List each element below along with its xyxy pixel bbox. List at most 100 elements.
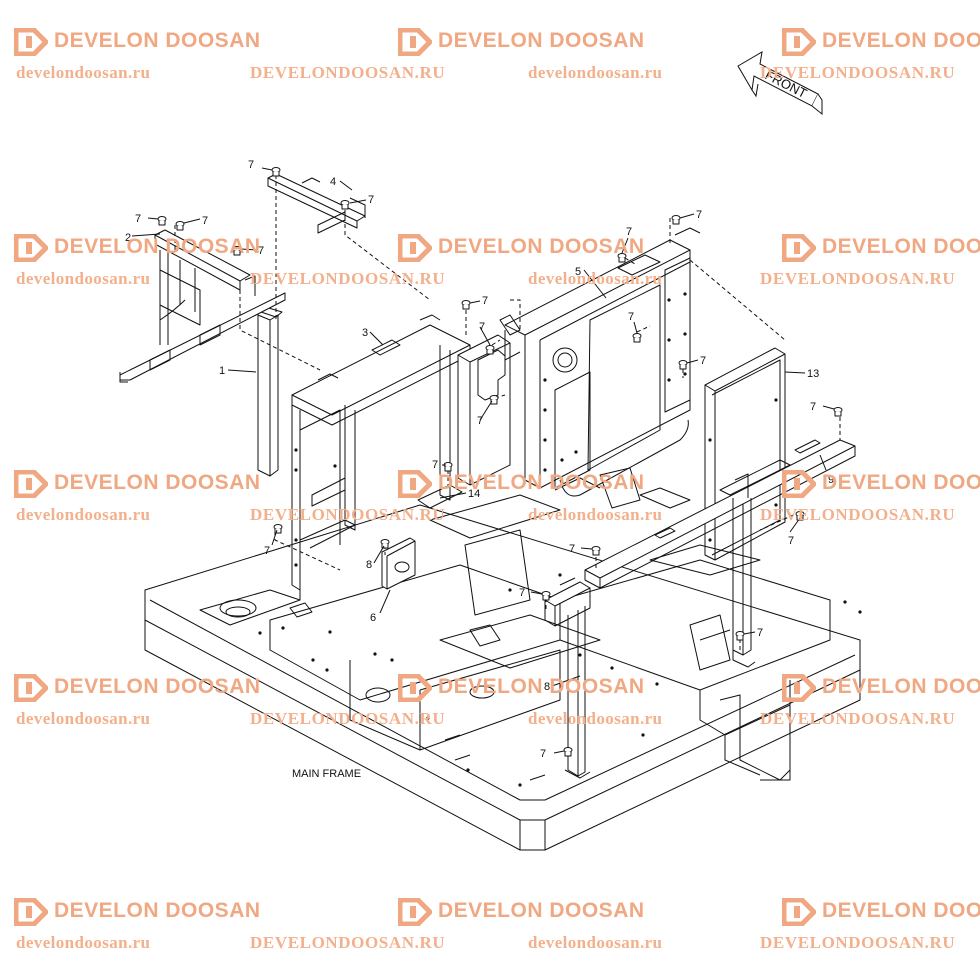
watermark-logo: DEVELON DOOSAN <box>398 672 644 706</box>
watermark-url-row: DEVELONDOOSAN.RU <box>248 505 448 529</box>
watermark: DEVELON DOOSAN develondoosan.ru <box>14 468 260 528</box>
callout-5: 5 <box>575 266 581 278</box>
main-frame <box>144 467 862 851</box>
develon-logo-icon <box>14 28 48 56</box>
develon-logo-icon <box>782 470 816 498</box>
watermark-url: develondoosan.ru <box>528 269 663 288</box>
watermark-url-row: DEVELONDOOSAN.RU <box>758 269 978 293</box>
watermark-logo: DEVELON DOOSAN <box>14 26 260 60</box>
watermark-brand: DEVELON DOOSAN <box>822 899 980 922</box>
develon-logo-icon <box>398 674 432 702</box>
watermark-brand: DEVELON DOOSAN <box>822 29 980 52</box>
bolt <box>340 200 350 210</box>
watermark-logo: DEVELON DOOSAN <box>14 672 260 706</box>
watermark-url: DEVELONDOOSAN.RU <box>760 63 956 82</box>
bolt <box>380 539 390 549</box>
callout-6: 6 <box>370 612 376 624</box>
part-14-bracket-plate <box>417 334 511 509</box>
callout-7: 7 <box>135 213 141 225</box>
bolt <box>563 747 573 757</box>
develon-logo-icon <box>398 28 432 56</box>
watermark-brand: DEVELON DOOSAN <box>438 675 645 698</box>
callout-1: 1 <box>219 365 225 377</box>
watermark-url: develondoosan.ru <box>528 933 663 952</box>
bolt <box>485 345 495 355</box>
watermark-brand: DEVELON DOOSAN <box>438 29 645 52</box>
watermark-logo: DEVELON DOOSAN <box>782 468 980 502</box>
callout-7: 7 <box>757 627 763 639</box>
callout-7: 7 <box>248 159 254 171</box>
callout-3: 3 <box>362 327 368 339</box>
main-frame-label: MAIN FRAME <box>292 768 361 780</box>
watermark-brand: DEVELON DOOSAN <box>438 899 645 922</box>
watermark: DEVELON DOOSAN <box>782 468 980 528</box>
bolt <box>157 216 167 226</box>
watermark-url-row: DEVELONDOOSAN.RU <box>758 505 978 529</box>
develon-logo-icon <box>14 674 48 702</box>
watermark-logo: DEVELON DOOSAN <box>782 26 980 60</box>
develon-logo-icon <box>782 674 816 702</box>
watermark-brand: DEVELON DOOSAN <box>438 235 645 258</box>
watermark-url-row: DEVELONDOOSAN.RU <box>248 63 448 87</box>
callout-7: 7 <box>368 194 374 206</box>
watermark-url: develondoosan.ru <box>528 709 663 728</box>
watermark: DEVELON DOOSAN develondoosan.ru <box>14 896 260 956</box>
watermark-url-row: DEVELONDOOSAN.RU <box>758 933 978 957</box>
callout-7: 7 <box>432 459 438 471</box>
bolt <box>617 253 627 263</box>
develon-logo-icon <box>782 898 816 926</box>
watermark-url: develondoosan.ru <box>16 933 151 952</box>
develon-logo-icon <box>782 28 816 56</box>
watermark-brand: DEVELON DOOSAN <box>54 235 261 258</box>
watermark-logo: DEVELON DOOSAN <box>398 26 644 60</box>
callout-8: 8 <box>366 559 372 571</box>
watermark-url: develondoosan.ru <box>16 505 151 524</box>
watermark-url: DEVELONDOOSAN.RU <box>760 933 956 952</box>
callout-7: 7 <box>477 415 483 427</box>
watermark-logo: DEVELON DOOSAN <box>398 468 644 502</box>
part-6-small-plate <box>381 537 416 590</box>
watermark-logo: DEVELON DOOSAN <box>14 468 260 502</box>
callout-7: 7 <box>482 295 488 307</box>
callout-4: 4 <box>330 176 336 188</box>
watermark-url: DEVELONDOOSAN.RU <box>760 269 956 288</box>
callout-7: 7 <box>700 355 706 367</box>
callout-8: 8 <box>544 681 550 693</box>
callout-7: 7 <box>810 401 816 413</box>
watermark-brand: DEVELON DOOSAN <box>54 675 261 698</box>
watermark-brand: DEVELON DOOSAN <box>438 471 645 494</box>
bolt <box>632 333 642 343</box>
watermark: DEVELON DOOSAN <box>782 232 980 292</box>
watermark-brand: DEVELON DOOSAN <box>54 899 261 922</box>
callout-13: 13 <box>807 368 819 380</box>
watermark-brand: DEVELON DOOSAN <box>822 675 980 698</box>
watermark-url: DEVELONDOOSAN.RU <box>250 505 446 524</box>
bolt <box>591 546 601 556</box>
watermark: DEVELON DOOSAN develondoosan.ru <box>398 232 662 292</box>
callout-2: 2 <box>125 232 131 244</box>
develon-logo-icon <box>14 898 48 926</box>
watermark-url: DEVELONDOOSAN.RU <box>250 933 446 952</box>
watermark-url-row: DEVELONDOOSAN.RU <box>248 933 448 957</box>
watermark: DEVELON DOOSAN develondoosan.ru <box>398 468 662 528</box>
watermark-logo: DEVELON DOOSAN <box>782 232 980 266</box>
watermark-url-row: DEVELONDOOSAN.RU <box>248 709 448 733</box>
watermark-brand: DEVELON DOOSAN <box>54 29 261 52</box>
callout-9: 9 <box>828 474 834 486</box>
assembly-leader-lines <box>174 175 841 772</box>
bolt <box>175 221 185 231</box>
watermark: DEVELON DOOSAN <box>782 672 980 732</box>
part-1-left-post <box>254 305 283 477</box>
bolt <box>541 591 551 601</box>
develon-logo-icon <box>398 470 432 498</box>
callout-7: 7 <box>519 587 525 599</box>
bolt <box>443 462 453 472</box>
callout-7: 7 <box>628 311 634 323</box>
develon-logo-icon <box>398 898 432 926</box>
callout-7: 7 <box>788 535 794 547</box>
part-2-left-bracket <box>119 229 286 383</box>
watermark-logo: DEVELON DOOSAN <box>782 896 980 930</box>
watermark: DEVELON DOOSAN develondoosan.ru <box>14 26 260 86</box>
develon-logo-icon <box>398 234 432 262</box>
